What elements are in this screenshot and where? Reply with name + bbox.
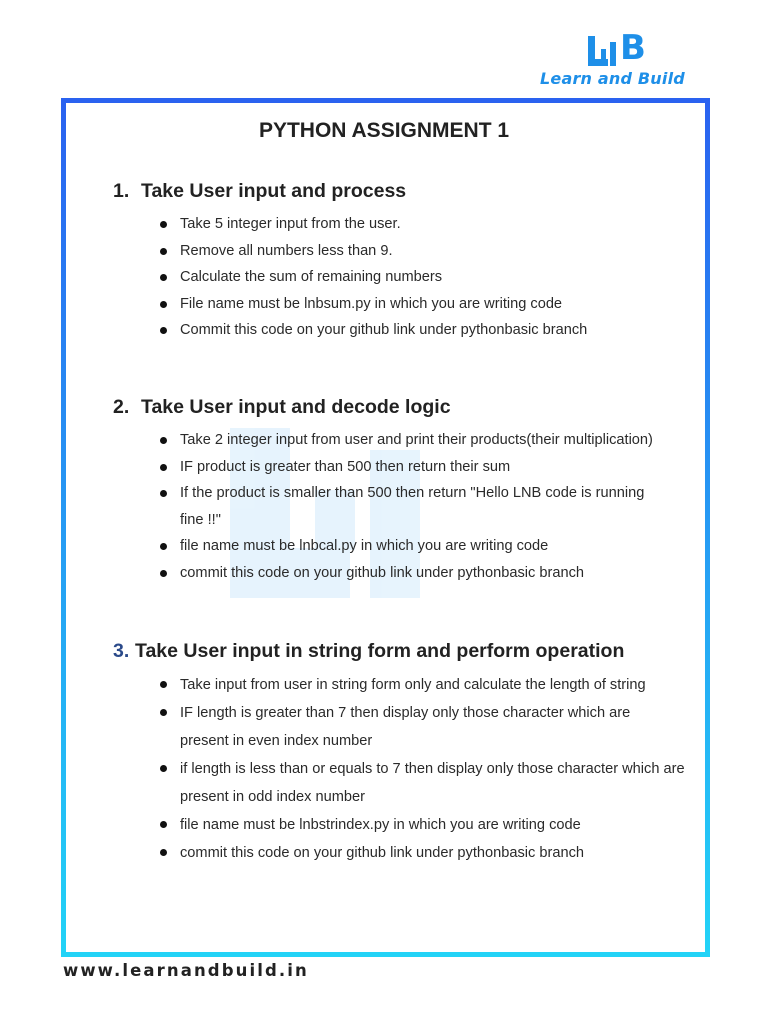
list-item: Commit this code on your github link und… [158, 317, 703, 344]
section-3: 3.Take User input in string form and per… [113, 639, 703, 867]
section-heading: 1.Take User input and process [113, 180, 407, 202]
bullet-list: Take input from user in string form only… [113, 671, 703, 867]
list-item: IF length is greater than 7 then display… [158, 699, 703, 755]
section-1: 1.Take User input and process Take 5 int… [113, 179, 703, 344]
assignment-frame [61, 98, 710, 957]
list-item: IF product is greater than 500 then retu… [158, 454, 703, 481]
list-item: Remove all numbers less than 9. [158, 238, 703, 265]
section-heading: 2.Take User input and decode logic [113, 396, 451, 418]
lnb-watermark-icon [230, 420, 550, 610]
list-item: If the product is smaller than 500 then … [158, 480, 703, 533]
brand-logo: B Learn and Build [540, 28, 685, 88]
list-item: file name must be lnbstrindex.py in whic… [158, 811, 703, 839]
section-heading: 3.Take User input in string form and per… [113, 640, 625, 662]
list-item: Take 5 integer input from the user. [158, 211, 703, 238]
page-title: PYTHON ASSIGNMENT 1 [258, 119, 510, 142]
list-item: Calculate the sum of remaining numbers [158, 264, 703, 291]
bullet-list: Take 2 integer input from user and print… [113, 427, 703, 586]
website-url: www.learnandbuild.in [63, 961, 309, 980]
list-item: Take 2 integer input from user and print… [158, 427, 703, 454]
list-item: commit this code on your github link und… [158, 560, 703, 587]
list-item: file name must be lnbcal.py in which you… [158, 533, 703, 560]
brand-tagline: Learn and Build [540, 69, 685, 88]
list-item: if length is less than or equals to 7 th… [158, 755, 703, 811]
list-item: commit this code on your github link und… [158, 839, 703, 867]
bullet-list: Take 5 integer input from the user. Remo… [113, 211, 703, 344]
section-2: 2.Take User input and decode logic Take … [113, 395, 703, 586]
list-item: File name must be lnbsum.py in which you… [158, 291, 703, 318]
list-item: Take input from user in string form only… [158, 671, 703, 699]
